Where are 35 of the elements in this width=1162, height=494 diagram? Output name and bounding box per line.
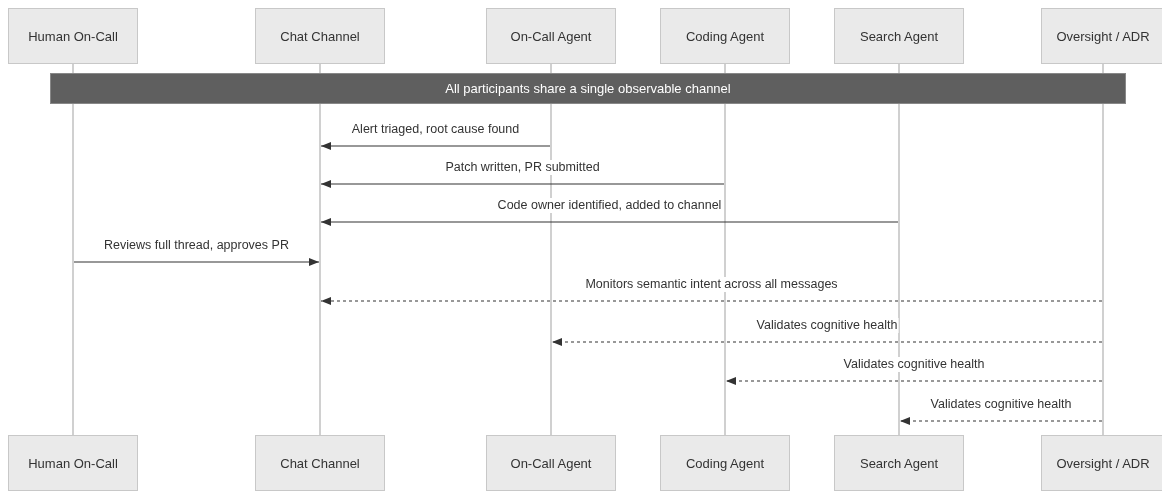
lifeline bbox=[72, 64, 74, 435]
message-label: Alert triaged, root cause found bbox=[350, 122, 521, 137]
dashed-arrow bbox=[725, 377, 1103, 385]
participant-box: Search Agent bbox=[834, 435, 964, 491]
participant-box: Search Agent bbox=[834, 8, 964, 64]
participant-box: On-Call Agent bbox=[486, 435, 616, 491]
participant-box: Coding Agent bbox=[660, 8, 790, 64]
participant-box: Chat Channel bbox=[255, 435, 385, 491]
participant-box: Human On-Call bbox=[8, 8, 138, 64]
arrow bbox=[320, 218, 899, 226]
participant-box: Coding Agent bbox=[660, 435, 790, 491]
dashed-arrow bbox=[320, 297, 1103, 305]
dashed-arrow bbox=[899, 417, 1103, 425]
participant-box: Chat Channel bbox=[255, 8, 385, 64]
participant-box: Human On-Call bbox=[8, 435, 138, 491]
message-label: Reviews full thread, approves PR bbox=[103, 238, 290, 253]
message-label: Code owner identified, added to channel bbox=[496, 198, 723, 213]
lifeline bbox=[898, 64, 900, 435]
participant-box: Oversight / ADR bbox=[1041, 8, 1162, 64]
arrow bbox=[320, 142, 551, 150]
note-banner: All participants share a single observable channel bbox=[50, 73, 1126, 104]
message-label: Validates cognitive health bbox=[842, 357, 986, 372]
lifeline bbox=[724, 64, 726, 435]
lifeline bbox=[319, 64, 321, 435]
arrow bbox=[73, 258, 320, 266]
arrow bbox=[320, 180, 725, 188]
message-label: Validates cognitive health bbox=[929, 397, 1073, 412]
participant-box: Oversight / ADR bbox=[1041, 435, 1162, 491]
message-label: Patch written, PR submitted bbox=[444, 160, 601, 175]
message-label: Monitors semantic intent across all messages bbox=[584, 277, 839, 292]
lifeline bbox=[1102, 64, 1104, 435]
message-label: Validates cognitive health bbox=[755, 318, 899, 333]
participant-box: On-Call Agent bbox=[486, 8, 616, 64]
dashed-arrow bbox=[551, 338, 1103, 346]
lifeline bbox=[550, 64, 552, 435]
